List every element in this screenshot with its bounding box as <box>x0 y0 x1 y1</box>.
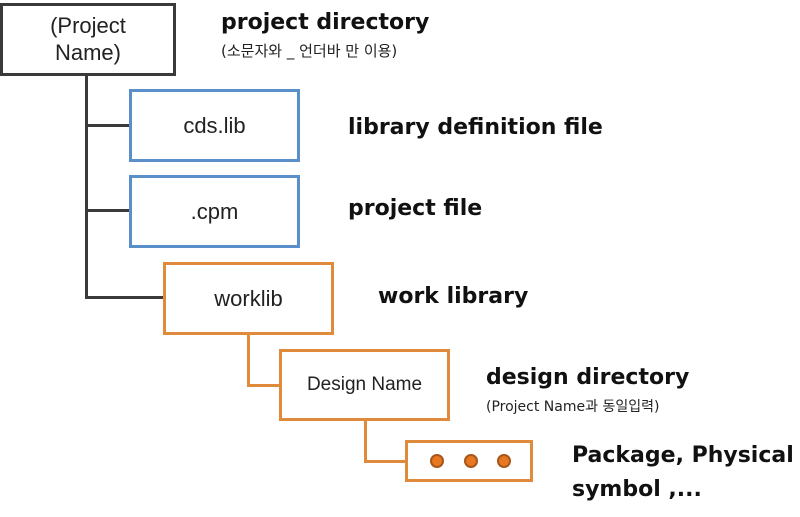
worklib-trunk-line <box>247 335 250 387</box>
design-trunk-line <box>364 420 367 463</box>
worklib-box-text: worklib <box>214 285 283 311</box>
cdslib-branch-line <box>85 124 131 127</box>
package-branch-line <box>364 460 406 463</box>
library-definition-label: library definition file <box>348 115 603 140</box>
package-label-line1: Package, Physical <box>572 443 794 468</box>
project-file-label: project file <box>348 196 483 221</box>
cpm-box: .cpm <box>129 175 300 248</box>
package-dot-2 <box>464 454 478 468</box>
package-box <box>405 440 533 482</box>
design-name-box-text: Design Name <box>306 374 423 395</box>
package-dot-1 <box>430 454 444 468</box>
cpm-branch-line <box>85 209 131 212</box>
package-label-line2: symbol ,... <box>572 477 702 502</box>
project-directory-label: project directory <box>221 10 430 35</box>
work-library-label: work library <box>378 284 529 309</box>
project-name-line2: Name) <box>54 39 121 65</box>
project-name-line1: (Project <box>50 13 126 39</box>
design-branch-line <box>247 384 281 387</box>
project-directory-sublabel: (소문자와 _ 언더바 만 이용) <box>221 42 398 60</box>
root-trunk-line <box>85 75 88 299</box>
worklib-box: worklib <box>163 262 334 335</box>
design-name-box: Design Name <box>279 349 450 421</box>
cdslib-box: cds.lib <box>129 89 300 162</box>
cdslib-box-text: cds.lib <box>183 112 246 138</box>
package-dot-3 <box>497 454 511 468</box>
cpm-box-text: .cpm <box>190 198 239 224</box>
design-directory-label: design directory <box>486 365 690 390</box>
worklib-branch-line <box>85 296 163 299</box>
project-name-box: (Project Name) <box>0 3 176 76</box>
design-directory-sublabel: (Project Name과 동일입력) <box>486 399 660 415</box>
